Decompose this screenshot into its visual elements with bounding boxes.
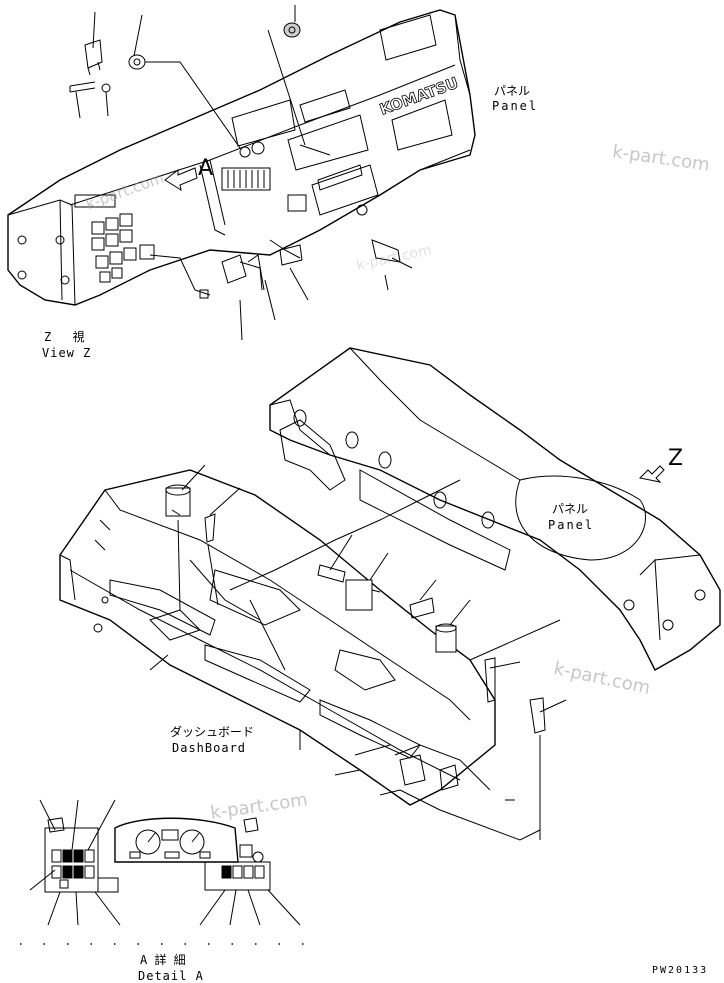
dashboard-assembly [59,347,721,841]
view-z-parts [69,5,413,341]
dashboard-label-jp: ダッシュボード [170,725,255,739]
drawing-number: PW20133 [652,965,709,976]
arrow-a-letter: A [198,156,214,181]
arrow-z-letter: Z [668,446,684,471]
dashboard-label-en: DashBoard [172,741,247,755]
view-z-label-en: View Z [42,346,92,360]
detail-a [20,799,320,945]
view-z-label-jp: Z 視 [44,330,85,344]
panel-label-en-top: Panel [492,99,539,113]
panel-label-jp-mid: パネル [552,502,589,516]
panel-label-en-mid: Panel [548,518,595,532]
detail-a-label-jp: A 詳 細 [140,953,186,967]
detail-a-label-en: Detail A [138,969,204,983]
panel-label-jp-top: パネル [494,84,531,98]
brand-text: KOMATSU [377,74,460,119]
